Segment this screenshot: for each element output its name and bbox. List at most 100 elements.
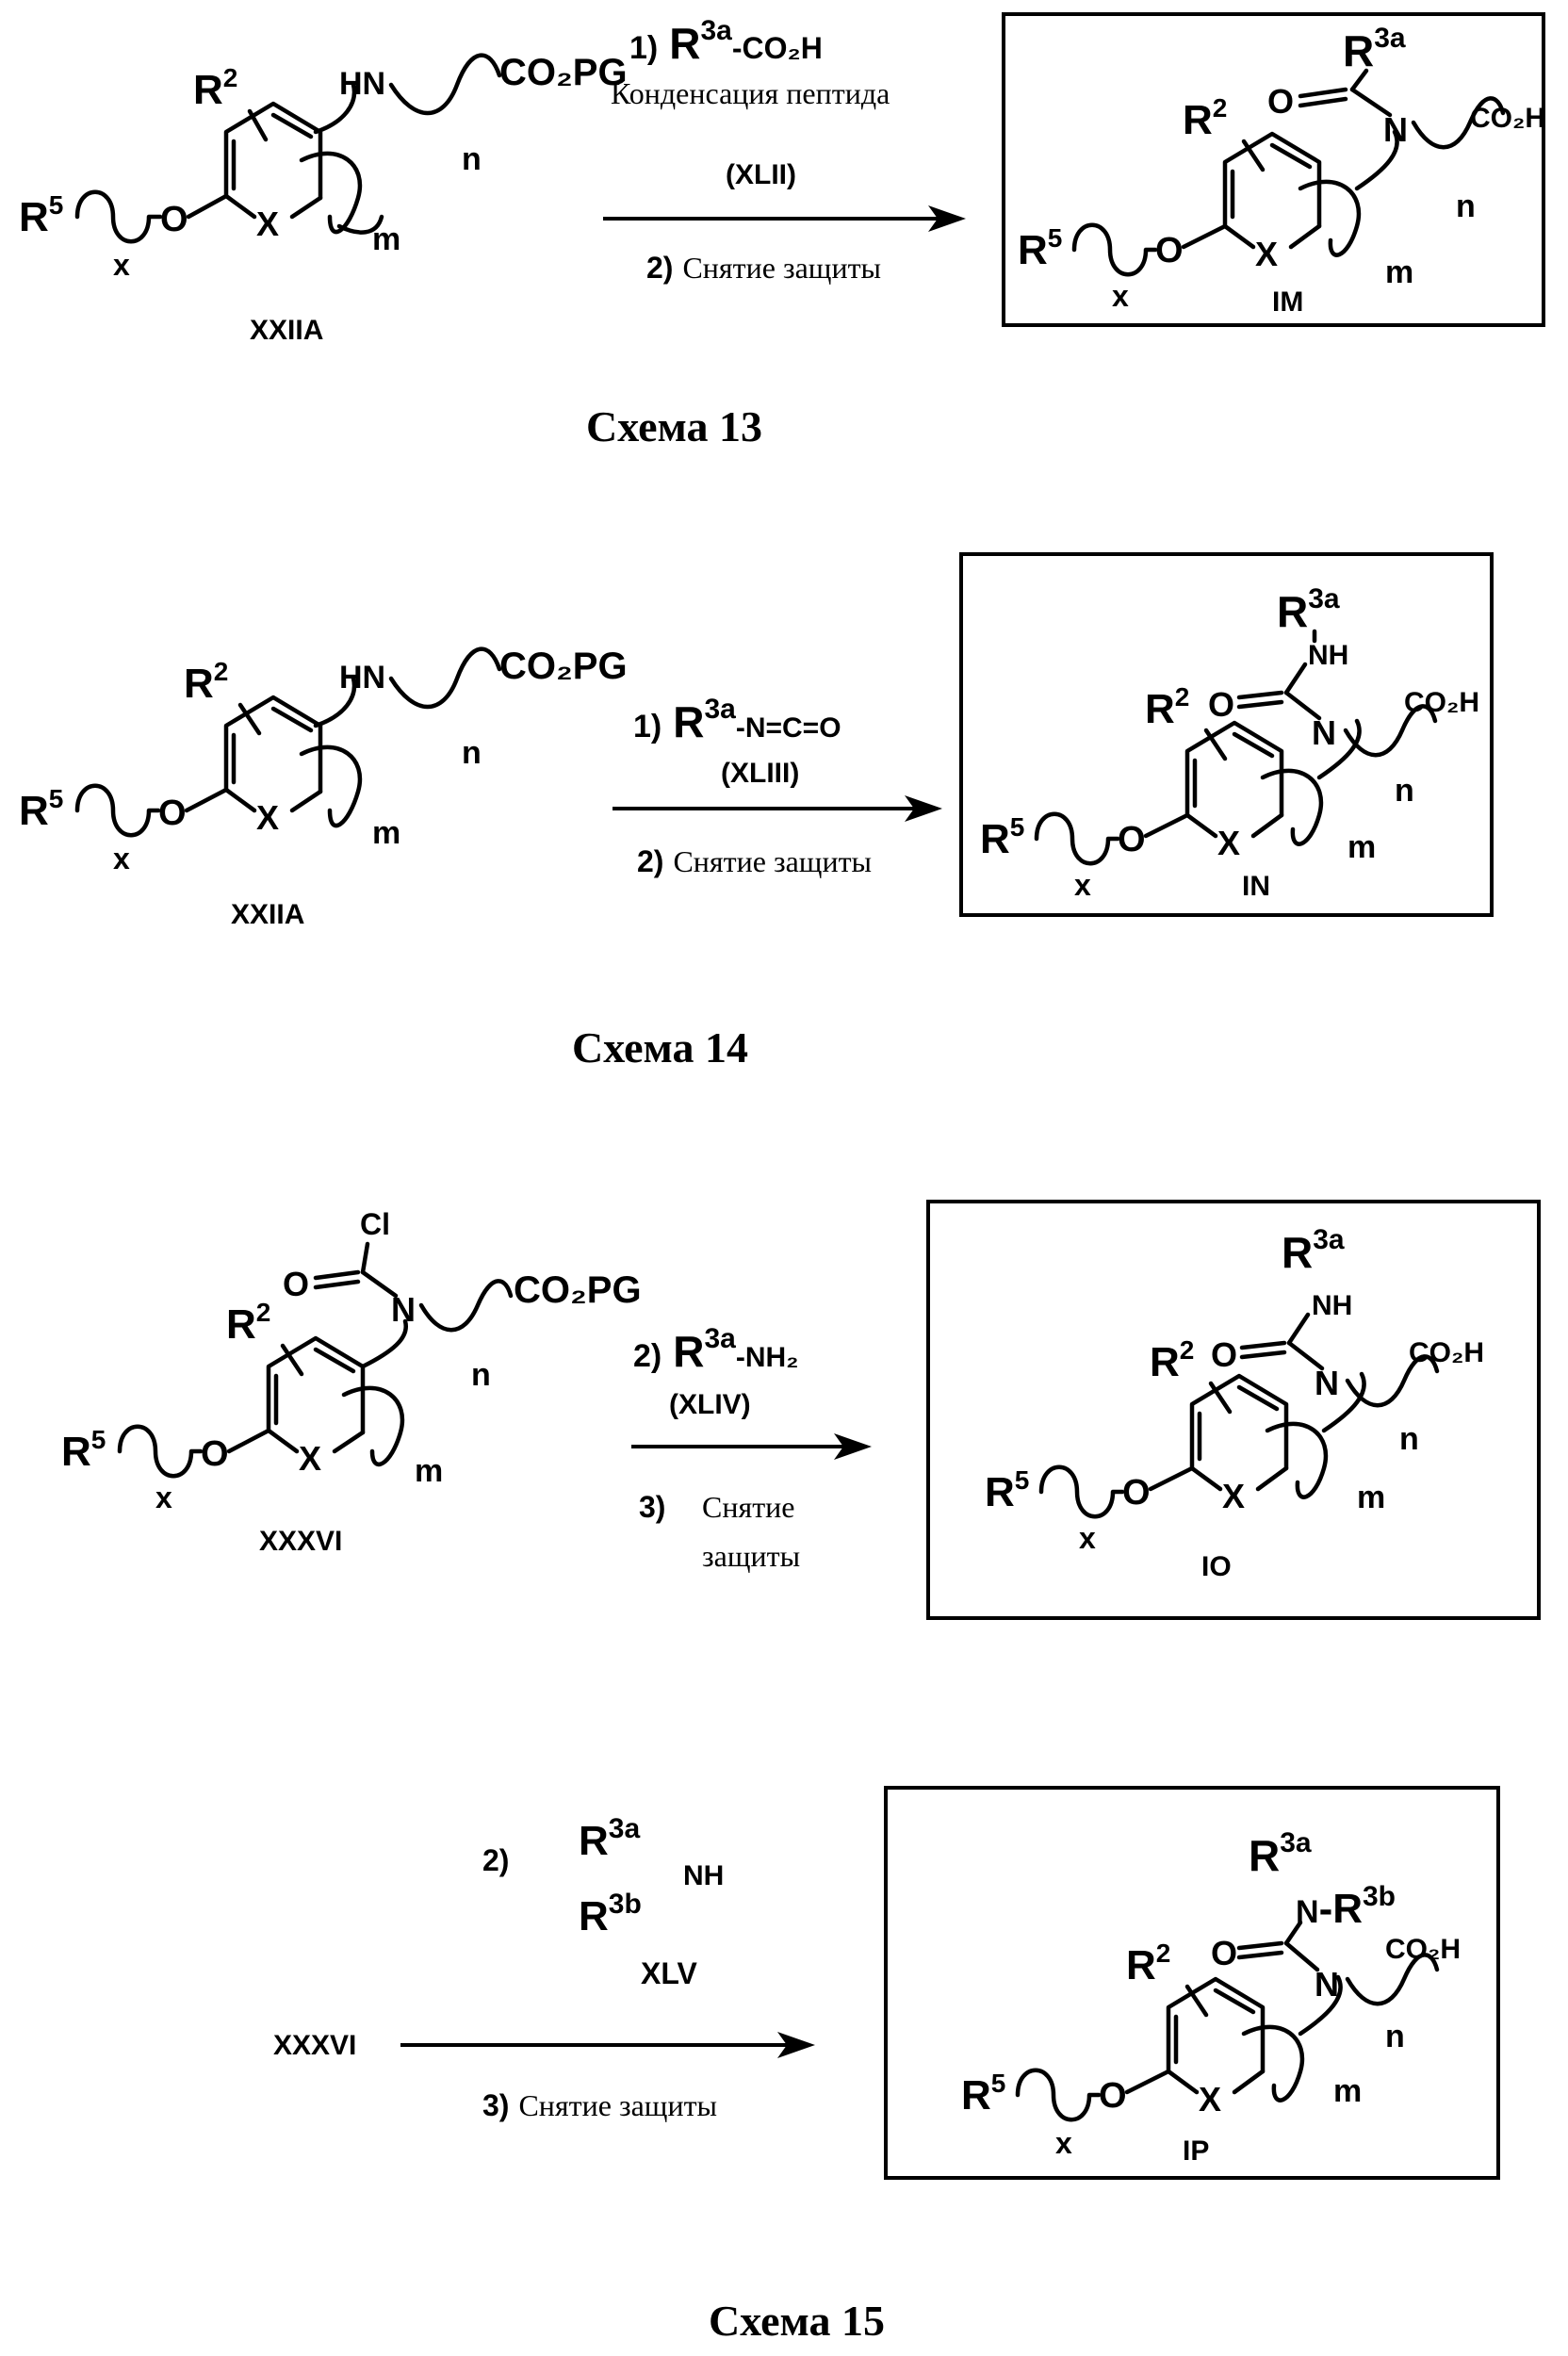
amine-id-xlv: XLV	[641, 1956, 698, 1990]
x-index-label: x	[113, 248, 130, 282]
compound-id-xxiia: XXIIA	[231, 899, 304, 930]
r5-label: R5	[961, 2069, 1005, 2119]
n-chain-bond	[391, 649, 499, 707]
step1-reagent: 1)R3a-N=C=O	[633, 694, 841, 746]
compound-id-xxxvi: XXXVI	[259, 1526, 342, 1557]
carbonyl-o-label: O	[1211, 1335, 1237, 1374]
x-index-label: x	[1055, 2126, 1072, 2160]
start-compound-xxxvi: XXXVI	[273, 2030, 356, 2061]
amine-r3b-label: R3b	[579, 1889, 642, 1939]
m-index-label: m	[372, 221, 400, 257]
acid-label: CO₂H	[1385, 1934, 1461, 1965]
compound-id-io: IO	[1201, 1551, 1232, 1582]
ether-chain-bond	[120, 1427, 201, 1477]
carbonyl-o-label: O	[1211, 1934, 1237, 1972]
r2-label: R2	[1126, 1939, 1170, 1988]
carbamoyl-bonds	[316, 1272, 396, 1296]
scheme-13-caption: Схема 13	[586, 402, 762, 450]
urea-n-label: N	[1315, 1364, 1339, 1402]
m-chain-bond	[302, 679, 360, 826]
ring-x-atom-label: X	[256, 798, 279, 837]
r2-label: R2	[1183, 93, 1227, 143]
o-ring-bond	[1127, 2071, 1168, 2092]
carbonyl-o-label: O	[1267, 82, 1294, 121]
o-ring-bond	[187, 790, 226, 810]
product-box-io	[928, 1202, 1539, 1618]
scheme-15-step-a: R5 x O X R2 m N O Cl n CO₂PG XXXVI 2)R3a…	[61, 1202, 1539, 1618]
step1-description: Конденсация пептида	[611, 76, 890, 110]
reagents-15a: 2)R3a-NH₂ (XLIV) 3) Снятие защиты	[631, 1323, 872, 1573]
n-index-label: n	[1395, 773, 1414, 809]
n-index-label: n	[471, 1357, 491, 1393]
reagents-13: 1)R3a-CO₂H Конденсация пептида (XLII) 2)…	[603, 15, 966, 285]
o-ring-bond	[1184, 226, 1225, 247]
amine-nh-label: NH	[683, 1860, 724, 1891]
step3-line2: защиты	[702, 1539, 800, 1573]
n-index-label: n	[1399, 1421, 1419, 1457]
m-index-label: m	[372, 815, 400, 851]
ring-bonds	[1192, 1376, 1286, 1468]
ring-bonds	[1168, 1979, 1263, 2071]
urea-bonds	[1239, 1943, 1317, 1970]
ether-chain-bond	[1041, 1467, 1122, 1517]
m-chain-bond	[1300, 132, 1397, 255]
hn-label: HN	[339, 66, 385, 102]
r5-label: R5	[980, 812, 1024, 862]
ether-oxygen-label: O	[1099, 2076, 1127, 2116]
r2-label: R2	[1145, 682, 1189, 732]
nh-label: NH	[1312, 1290, 1352, 1321]
r2-label: R2	[184, 657, 228, 707]
ether-oxygen-label: O	[201, 1434, 229, 1474]
scheme-15-step-b: XXXVI 2) R3a NH R3b XLV 3)Снятие защиты …	[273, 1788, 1498, 2345]
x-index-label: x	[155, 1481, 172, 1514]
product-box-im	[1004, 14, 1544, 325]
ring-bonds	[226, 697, 320, 792]
ring-x-atom-label: X	[1255, 235, 1278, 273]
r3a-label: R3a	[1277, 583, 1340, 636]
n-chain-bond	[391, 56, 499, 113]
x-index-label: x	[1079, 1521, 1096, 1555]
reactant-xxiia: R5 x O X R2 m HN n CO₂PG XXIIA	[19, 646, 628, 930]
step2-reagent: 2)Снятие защиты	[637, 844, 872, 878]
nh-label: NH	[1308, 640, 1348, 671]
reagent-code-xlii: (XLII)	[726, 159, 796, 190]
amide-bonds	[1300, 90, 1390, 115]
nh-bond	[1286, 664, 1305, 693]
product-in: R5 x O X R2 m N O NH R3a n CO₂H IN	[961, 554, 1492, 915]
ether-chain-bond	[1074, 225, 1155, 275]
urea-bonds	[1242, 1343, 1322, 1368]
o-ring-bond	[188, 196, 226, 217]
x-index-label: x	[1074, 868, 1091, 902]
m-index-label: m	[1385, 254, 1413, 290]
r2-label: R2	[226, 1298, 270, 1348]
reactant-xxiia: R5 x O X R2 m HN n CO₂PG XXIIA	[19, 52, 628, 346]
n-index-label: n	[462, 141, 482, 177]
step3-reagent: 3)Снятие защиты	[482, 2088, 717, 2122]
product-io: R5 x O X R2 m N O NH R3a n CO₂H IO	[928, 1202, 1539, 1618]
cl-label: Cl	[360, 1207, 390, 1241]
step1-reagent: 1)R3a-CO₂H	[629, 15, 823, 68]
scheme-14-caption: Схема 14	[572, 1023, 748, 1072]
amide-n-label: N	[1383, 110, 1408, 149]
r3a-label: R3a	[1249, 1827, 1312, 1880]
compound-id-ip: IP	[1183, 2135, 1209, 2167]
m-index-label: m	[1348, 829, 1376, 865]
o-ring-bond	[1151, 1468, 1192, 1489]
ether-oxygen-label: O	[1118, 820, 1146, 859]
ether-oxygen-label: O	[158, 794, 187, 833]
ring-linker-bond	[302, 154, 360, 232]
nh-bond	[1289, 1315, 1308, 1343]
r2-label: R2	[193, 63, 237, 113]
ester-label: CO₂PG	[514, 1269, 642, 1311]
ring-x-atom-label: X	[256, 205, 279, 243]
step2-number: 2)	[482, 1843, 509, 1877]
ether-chain-bond	[1037, 814, 1118, 864]
carbonyl-o-label: O	[1208, 685, 1234, 724]
ring-x-atom-label: X	[1217, 824, 1240, 862]
hn-label: HN	[339, 660, 385, 695]
ring-x-atom-label: X	[299, 1439, 321, 1478]
reagents-14: 1)R3a-N=C=O (XLIII) 2)Снятие защиты	[612, 694, 942, 878]
m-index-label: m	[1357, 1480, 1385, 1515]
r3a-label: R3a	[1343, 23, 1406, 75]
cl-bond	[363, 1244, 368, 1272]
